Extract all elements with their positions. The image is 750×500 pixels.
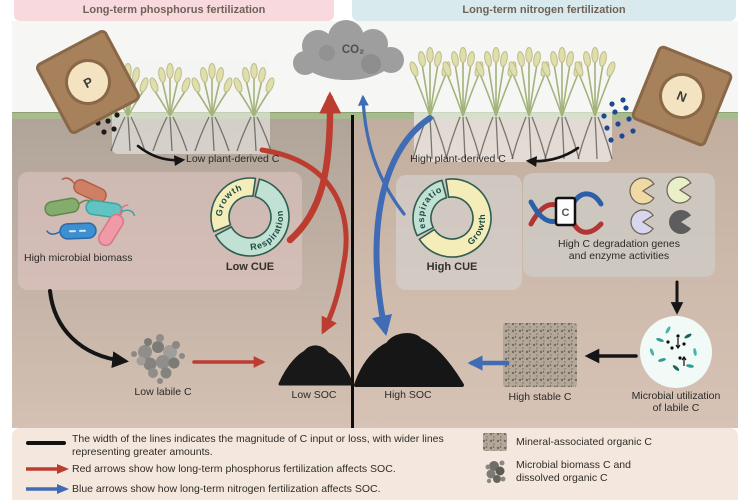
banner-phosphorus: Long-term phosphorus fertilization <box>14 0 334 21</box>
low-labile-c-label: Low labile C <box>134 386 192 398</box>
bag-letter-p: P <box>56 50 120 114</box>
banner-nitrogen: Long-term nitrogen fertilization <box>352 0 736 21</box>
high-microbial-biomass-label: High microbial biomass <box>24 252 133 264</box>
legend-blue-text: Blue arrows show how long-term nitrogen … <box>72 483 381 495</box>
legend-microbial-icon <box>485 460 506 484</box>
high-stable-c-label: High stable C <box>508 391 572 403</box>
legend-red-arrow-icon <box>26 464 69 474</box>
legend-microbial-text: Microbial biomass C and dissolved organi… <box>516 459 631 484</box>
high-soc-label: High SOC <box>384 389 432 401</box>
low-soc-label: Low SOC <box>291 389 337 401</box>
legend-mineral-text: Mineral-associated organic C <box>516 436 652 448</box>
legend-panel: The width of the lines indicates the mag… <box>12 428 738 500</box>
low-cue-caption: Low CUE <box>225 261 275 273</box>
genes-label: High C degradation genes and enzyme acti… <box>557 238 680 262</box>
high-plant-c-label: High plant-derived C <box>410 153 506 165</box>
legend-blue-arrow-icon <box>26 484 69 494</box>
high-cue-caption: High CUE <box>426 261 478 273</box>
legend-line-text: The width of the lines indicates the mag… <box>72 433 444 458</box>
wheat-plot-left-panel <box>112 60 270 154</box>
microbial-utilization-label: Microbial utilization of labile C <box>631 390 721 414</box>
low-plant-c-label: Low plant-derived C <box>186 153 280 165</box>
legend-black-line-icon <box>26 441 66 445</box>
legend-red-text: Red arrows show how long-term phosphorus… <box>72 463 396 475</box>
legend-mineral-icon <box>483 433 507 451</box>
bag-letter-n: N <box>652 66 712 126</box>
wheat-plot-right-panel <box>414 40 612 162</box>
